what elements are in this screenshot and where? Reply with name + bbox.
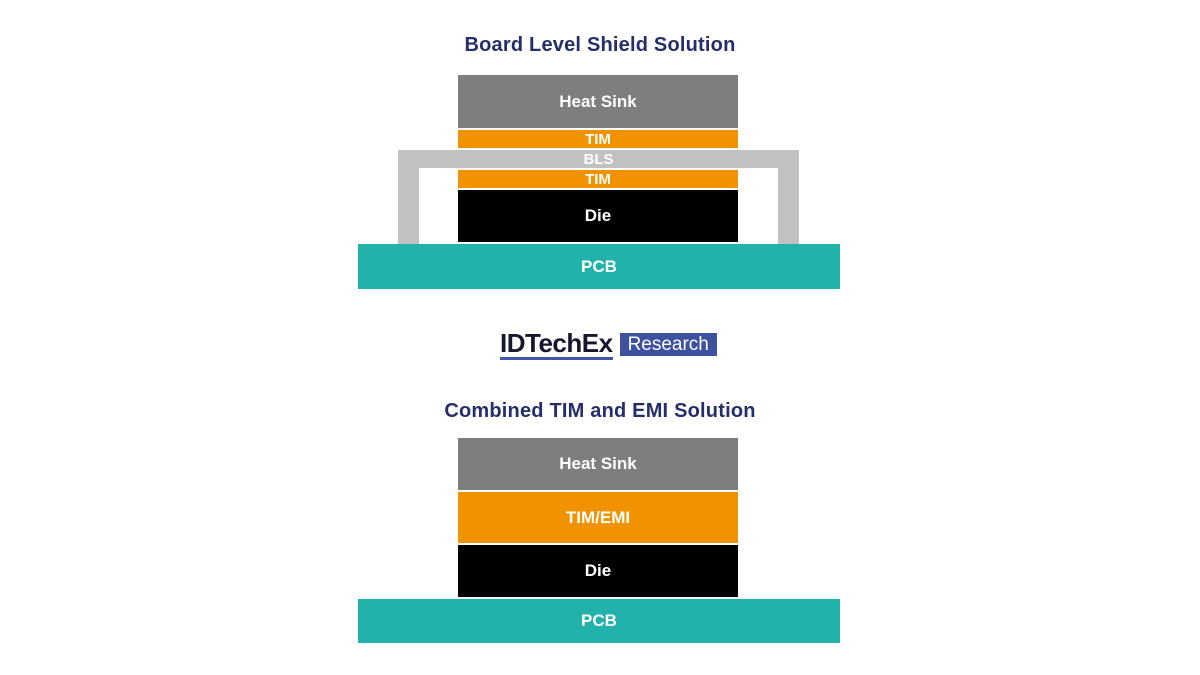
bottom-die-layer: Die — [458, 545, 738, 597]
top-bls-shield-leg-left — [398, 168, 419, 244]
top-tim-lower-layer: TIM — [458, 170, 738, 188]
top-pcb-layer: PCB — [358, 244, 840, 289]
bottom-tim-emi-layer: TIM/EMI — [458, 492, 738, 543]
idtechex-wordmark: IDTechEx — [500, 328, 613, 360]
top-die-layer: Die — [458, 190, 738, 242]
bottom-pcb-layer: PCB — [358, 599, 840, 643]
top-tim-upper-layer: TIM — [458, 130, 738, 148]
top-bls-shield-leg-right — [778, 168, 799, 244]
idtechex-research-tag: Research — [619, 333, 717, 356]
bottom-heat-sink-layer: Heat Sink — [458, 438, 738, 490]
top-bls-shield-bar: BLS — [398, 150, 799, 168]
bottom-diagram-title: Combined TIM and EMI Solution — [444, 400, 756, 422]
top-heat-sink-layer: Heat Sink — [458, 75, 738, 128]
top-diagram-title: Board Level Shield Solution — [464, 34, 736, 56]
idtechex-logo: IDTechEx Research — [500, 328, 717, 360]
